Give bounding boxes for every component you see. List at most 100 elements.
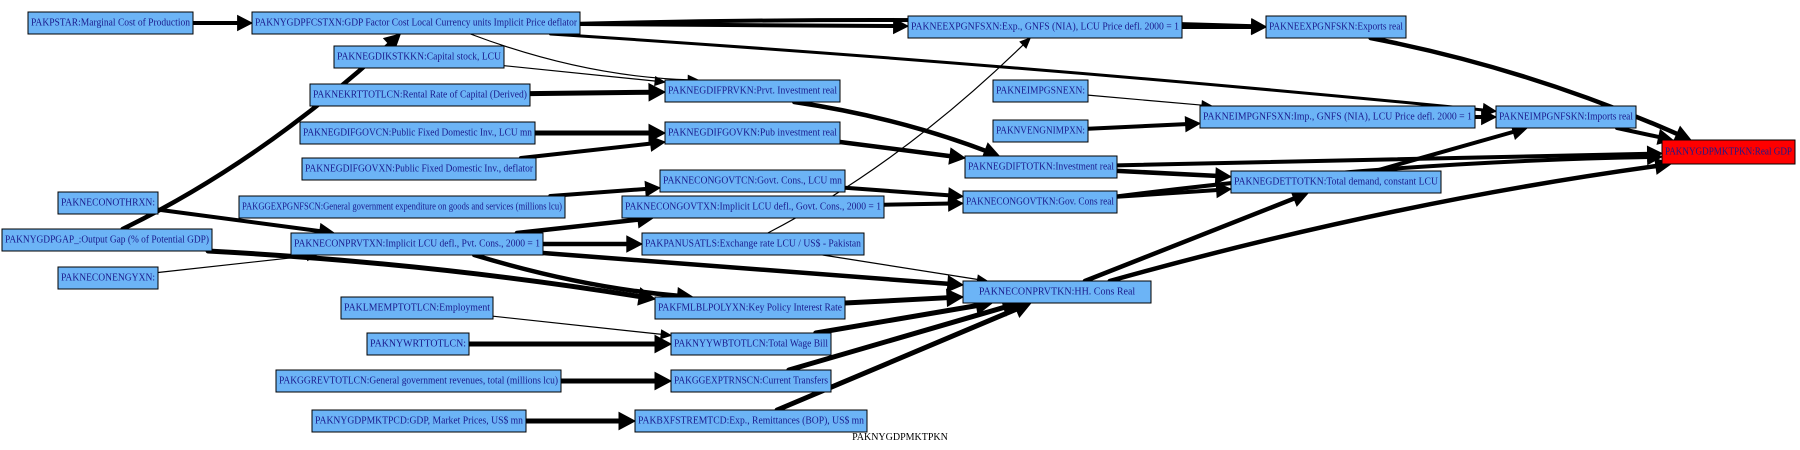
edge-pakbxfstremtcd-to-pakneconprvtkn: [774, 305, 1022, 413]
edge-pakggexpgnfscn-to-pakneconqovtcn: [548, 186, 651, 198]
arrowhead-paknygdpgap-to-paknygdpfcstxn: [382, 33, 402, 52]
node-paknegdettotkn[interactable]: PAKNEGDETTOTKN:Total demand, constant LC…: [1230, 170, 1442, 194]
edge-pakneconprvtxn-to-pakfmlblpolyxn: [471, 252, 683, 299]
edge-pakpanusatls-to-pakneconprvtkn: [822, 254, 981, 281]
arrowhead-pakggrevtotlcn-to-pakggexptrnscn: [654, 371, 673, 391]
node-box-paknegdifgovxn: [301, 157, 537, 181]
node-pakneconenqyxn[interactable]: PAKNECONENGYXN:: [57, 266, 159, 290]
edge-pakneconprvtxn-to-pakneconqovtxn: [514, 217, 644, 236]
node-paknywrttotlcn[interactable]: PAKNYWRTTOTLCN:: [366, 332, 470, 356]
node-pakneconqovtkn[interactable]: PAKNECONGOVTKN:Gov. Cons real: [962, 190, 1118, 214]
arrowhead-pakpanusatls-to-pakneexpgnfsxn: [1019, 37, 1032, 49]
arrowhead-pakfmlblpolyxn-to-pakneconprvtkn: [946, 288, 965, 308]
arrowhead-paknywrttotlcn-to-paknyywbtotlcn: [654, 334, 673, 354]
node-box-paknegdifgovcn: [299, 121, 536, 145]
node-box-pakneconenqyxn: [57, 266, 159, 290]
node-pakfmlblpolyxn[interactable]: PAKFMLBLPOLYXN:Key Policy Interest Rate: [654, 296, 846, 320]
node-pakneconprvtkn[interactable]: PAKNECONPRVTKN:HH. Cons Real: [962, 280, 1152, 304]
node-box-pakneconqovtxn: [621, 195, 885, 219]
node-box-paknygdpgap: [1, 228, 213, 252]
node-label-pakpstar: PAKPSTAR:Marginal Cost of Production: [31, 18, 190, 29]
node-box-paknegdifgovkn: [664, 121, 841, 145]
edge-paknegdettotkn-to-pakneimpgnfskn: [1372, 129, 1518, 173]
node-paknegdikstkkn[interactable]: PAKNEGDIKSTKKN:Capital stock, LCU: [333, 45, 505, 69]
node-paknygdpmktpkn[interactable]: PAKNYGDPMKTPKN:Real GDP: [1661, 139, 1796, 165]
edge-paknygdpfcstxn-to-paknegdifprvkn: [469, 33, 691, 81]
node-pakneimpgsnexn[interactable]: PAKNEIMPGSNEXN:: [992, 79, 1089, 103]
node-label-pakneconprvtkn: PAKNECONPRVTKN:HH. Cons Real: [979, 287, 1136, 298]
node-paknyywbtotlcn[interactable]: PAKNYYWBTOTLCN:Total Wage Bill: [670, 332, 832, 356]
edge-paknygdpgap-to-paknygdpfcstxn: [120, 39, 394, 232]
node-box-paknegdettotkn: [1230, 170, 1442, 194]
node-pakpanusatls[interactable]: PAKPANUSATLS:Exchange rate LCU / US$ - P…: [641, 232, 865, 256]
arrowhead-paklmemptotlcn-to-paknyywbtotlcn: [660, 329, 673, 340]
arrowhead-paknygdpmktpcd-to-pakbxfstremtcd: [618, 411, 637, 431]
edge-pakneconprvtkn-to-paknygdpmktpkn: [1107, 163, 1662, 284]
node-paklmemptotlcn[interactable]: PAKLMEMPTOTLCN:Employment: [340, 296, 494, 320]
edge-pakneconprvtxn-to-pakneconprvtkn: [540, 250, 954, 287]
node-pakneexpgnfsxn[interactable]: PAKNEEXPGNFSXN:Exp., GNFS (NIA), LCU Pri…: [907, 15, 1183, 39]
node-label-paknygdpfcstxn: PAKNYGDPFCSTXN:GDP Factor Cost Local Cur…: [255, 18, 578, 29]
node-label-paknegdikstkkn: PAKNEGDIKSTKKN:Capital stock, LCU: [337, 52, 502, 63]
node-pakggrevtotlcn[interactable]: PAKGGREVTOTLCN:General government revenu…: [275, 369, 562, 393]
node-label-pakneimpgnfsxn: PAKNEIMPGNFSXN:Imp., GNFS (NIA), LCU Pri…: [1203, 112, 1472, 123]
node-box-pakneimpgnfskn: [1495, 105, 1637, 129]
arrowhead-pakpstar-to-paknygdpfcstxn: [237, 14, 254, 32]
edge-pakneconprvtkn-to-paknegdettotkn: [1082, 195, 1300, 284]
node-pakbxfstremtcd[interactable]: PAKBXFSTREMTCD:Exp., Remittances (BOP), …: [634, 409, 868, 433]
node-box-paknywrttotlcn: [366, 332, 470, 356]
node-paknygdpfcstxn[interactable]: PAKNYGDPFCSTXN:GDP Factor Cost Local Cur…: [251, 11, 581, 35]
node-pakneimpgnfsxn[interactable]: PAKNEIMPGNFSXN:Imp., GNFS (NIA), LCU Pri…: [1199, 105, 1476, 129]
node-label-pakfmlblpolyxn: PAKFMLBLPOLYXN:Key Policy Interest Rate: [658, 303, 843, 314]
node-box-pakneconprvtxn: [290, 232, 544, 256]
node-pakggexptrnscn[interactable]: PAKGGEXPTRNSCN:Current Transfers: [670, 369, 832, 393]
node-paknygdpgap[interactable]: PAKNYGDPGAP_:Output Gap (% of Potential …: [1, 228, 213, 252]
arrowhead-pakneconprvtxn-to-pakpanusatls: [626, 235, 644, 253]
node-box-pakggexpgnfscn: [238, 195, 566, 219]
node-label-pakneconenqyxn: PAKNECONENGYXN:: [61, 273, 155, 284]
node-box-paknygdpmktpcd: [311, 409, 527, 433]
edge-paknygdpfcstxn-to-pakneimpgnfskn: [549, 32, 1488, 112]
node-pakneconothrxn[interactable]: PAKNECONOTHRXN:: [57, 191, 159, 215]
node-box-paknegdiftotkn: [964, 155, 1118, 179]
edge-pakneconqovtcn-to-pakneconqovtkn: [843, 185, 954, 198]
node-box-pakbxfstremtcd: [634, 409, 868, 433]
node-label-pakneconqovtkn: PAKNECONGOVTKN:Gov. Cons real: [966, 197, 1114, 208]
graph-edges: [120, 14, 1692, 431]
edge-paknegdikstkkn-to-paknegdifprvkn: [503, 65, 658, 82]
node-label-paklmemptotlcn: PAKLMEMPTOTLCN:Employment: [344, 303, 490, 314]
node-pakneexpgnfskn[interactable]: PAKNEEXPGNFSKN:Exports real: [1265, 15, 1407, 39]
edge-paknvengnimpxn-to-pakneimpgnfsxn: [1086, 122, 1191, 131]
node-paknygdpmktpcd[interactable]: PAKNYGDPMKTPCD:GDP, Market Prices, US$ m…: [311, 409, 527, 433]
edge-pakneexpgnfskn-to-paknygdpmktpkn: [1368, 35, 1682, 138]
node-pakneconqovtxn[interactable]: PAKNECONGOVTXN:Implicit LCU defl., Govt.…: [621, 195, 885, 219]
node-box-paknygdpfcstxn: [251, 11, 581, 35]
edge-pakneimpgnfskn-to-paknygdpmktpkn: [1615, 126, 1664, 140]
node-pakpstar[interactable]: PAKPSTAR:Marginal Cost of Production: [27, 11, 194, 35]
node-box-paknyywbtotlcn: [670, 332, 832, 356]
node-paknegdifgovkn[interactable]: PAKNEGDIFGOVKN:Pub investment real: [664, 121, 841, 145]
node-pakneimpgnfskn[interactable]: PAKNEIMPGNFSKN:Imports real: [1495, 105, 1637, 129]
node-label-pakneconothrxn: PAKNECONOTHRXN:: [61, 198, 155, 209]
arrowhead-paknegdiftotkn-to-paknegdettotkn: [1214, 167, 1233, 185]
edge-paknegdifgovxn-to-paknegdifgovkn: [518, 141, 656, 160]
node-label-pakneconprvtxn: PAKNECONPRVTXN:Implicit LCU defl., Pvt. …: [294, 239, 540, 250]
node-paknvengnimpxn[interactable]: PAKNVENGNIMPXN:: [992, 119, 1089, 143]
node-pakneconprvtxn[interactable]: PAKNECONPRVTXN:Implicit LCU defl., Pvt. …: [290, 232, 544, 256]
edge-pakneconqovtxn-to-pakneconqovtkn: [882, 201, 954, 207]
node-paknekrttotlcn[interactable]: PAKNEKRTTOTLCN:Rental Rate of Capital (D…: [309, 83, 531, 107]
node-paknegdifgovcn[interactable]: PAKNEGDIFGOVCN:Public Fixed Domestic Inv…: [299, 121, 536, 145]
node-paknegdiftotkn[interactable]: PAKNEGDIFTOTKN:Investment real: [964, 155, 1118, 179]
node-label-paknygdpgap: PAKNYGDPGAP_:Output Gap (% of Potential …: [5, 235, 209, 246]
node-label-paknywrttotlcn: PAKNYWRTTOTLCN:: [370, 339, 466, 350]
node-paknegdifgovxn[interactable]: PAKNEGDIFGOVXN:Public Fixed Domestic Inv…: [301, 157, 537, 181]
node-pakggexpgnfscn[interactable]: PAKGGEXPGNFSCN:General government expend…: [238, 195, 566, 219]
node-label-pakneconqovtcn: PAKNECONGOVTCN:Govt. Cons., LCU mn: [663, 176, 842, 187]
node-paknegdifprvkn[interactable]: PAKNEGDIFPRVKN:Prvt. Investment real: [664, 79, 841, 103]
node-box-pakneexpgnfsxn: [907, 15, 1183, 39]
edge-paknegdifgovkn-to-paknegdiftotkn: [837, 139, 956, 159]
node-pakneconqovtcn[interactable]: PAKNECONGOVTCN:Govt. Cons., LCU mn: [659, 169, 846, 193]
node-box-pakneconqovtcn: [659, 169, 846, 193]
node-box-paklmemptotlcn: [340, 296, 494, 320]
